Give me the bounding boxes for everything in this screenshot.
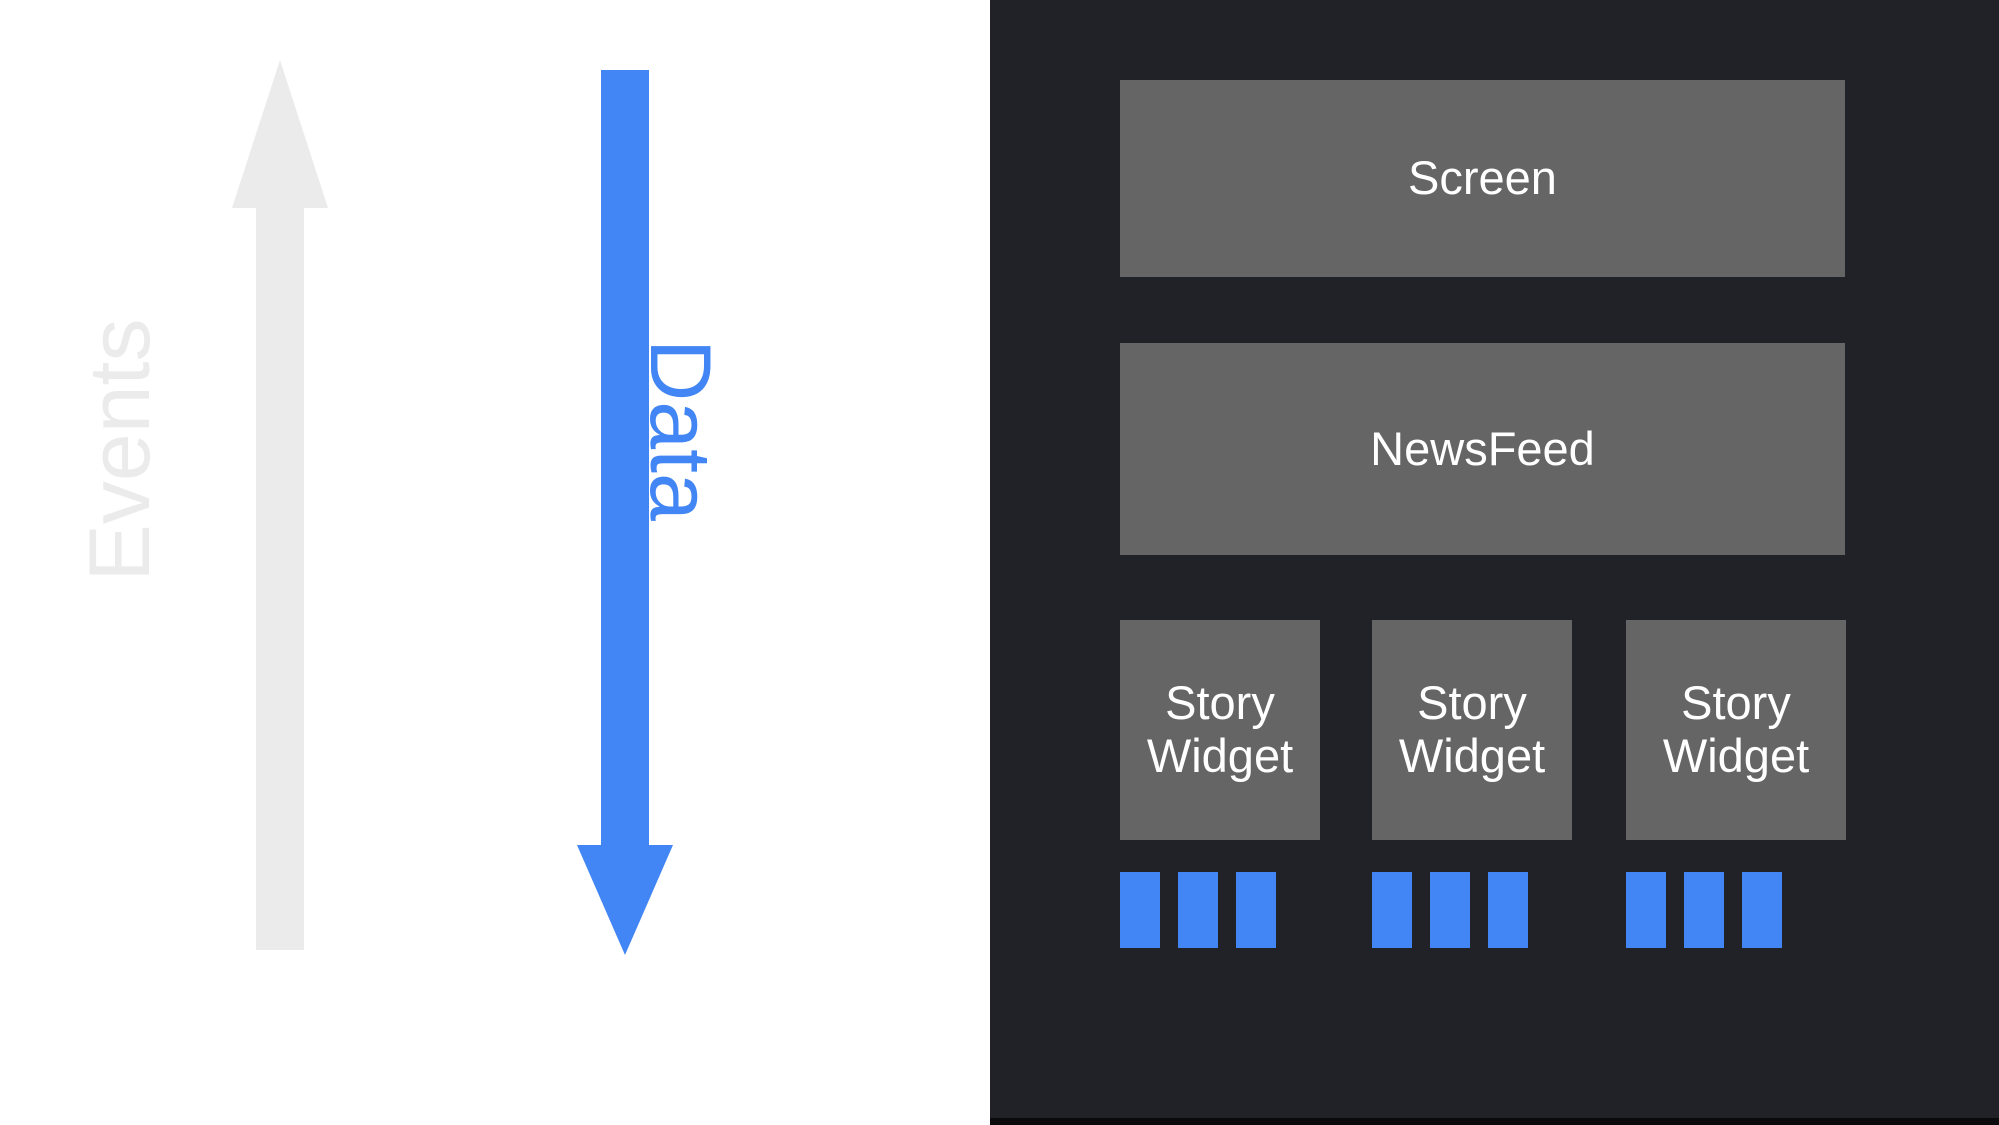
screen-node[interactable]: Screen [1120,80,1845,277]
leaf-node-group [1120,872,1276,948]
leaf-node-group [1626,872,1782,948]
leaf-node[interactable] [1626,872,1666,948]
story-widget-line-2: Widget [1398,729,1546,782]
leaf-node[interactable] [1488,872,1528,948]
data-flow-label: Data [560,300,800,560]
data-flow-label-text: Data [632,339,728,521]
story-widget-node-label: Story Widget [1399,677,1545,782]
story-widget-node[interactable]: Story Widget [1626,620,1846,840]
leaf-node-group [1372,872,1528,948]
events-flow-label: Events [0,300,240,600]
leaf-node[interactable] [1236,872,1276,948]
leaf-node[interactable] [1684,872,1724,948]
component-tree-panel: Screen NewsFeed Story Widget Story Widge… [990,0,1999,1125]
story-widget-line-2: Widget [1146,729,1294,782]
newsfeed-node[interactable]: NewsFeed [1120,343,1845,555]
newsfeed-node-label: NewsFeed [1370,421,1595,475]
story-widget-line-1: Story [1681,676,1791,730]
story-widget-line-2: Widget [1662,729,1810,782]
leaf-node[interactable] [1178,872,1218,948]
arrow-up-icon [232,60,328,950]
arrow-down-icon [577,70,673,955]
story-widget-node-label: Story Widget [1663,677,1809,782]
leaf-node[interactable] [1120,872,1160,948]
story-widget-node[interactable]: Story Widget [1372,620,1572,840]
events-flow-label-text: Events [72,318,168,582]
leaf-node[interactable] [1372,872,1412,948]
leaf-node[interactable] [1430,872,1470,948]
flow-legend-panel: Events Data [0,0,990,1125]
story-widget-line-1: Story [1417,676,1527,730]
panel-bottom-edge [990,1118,1999,1125]
leaf-node[interactable] [1742,872,1782,948]
screen-node-label: Screen [1408,151,1557,205]
story-widget-line-1: Story [1165,676,1275,730]
story-widget-node-label: Story Widget [1147,677,1293,782]
story-widget-node[interactable]: Story Widget [1120,620,1320,840]
